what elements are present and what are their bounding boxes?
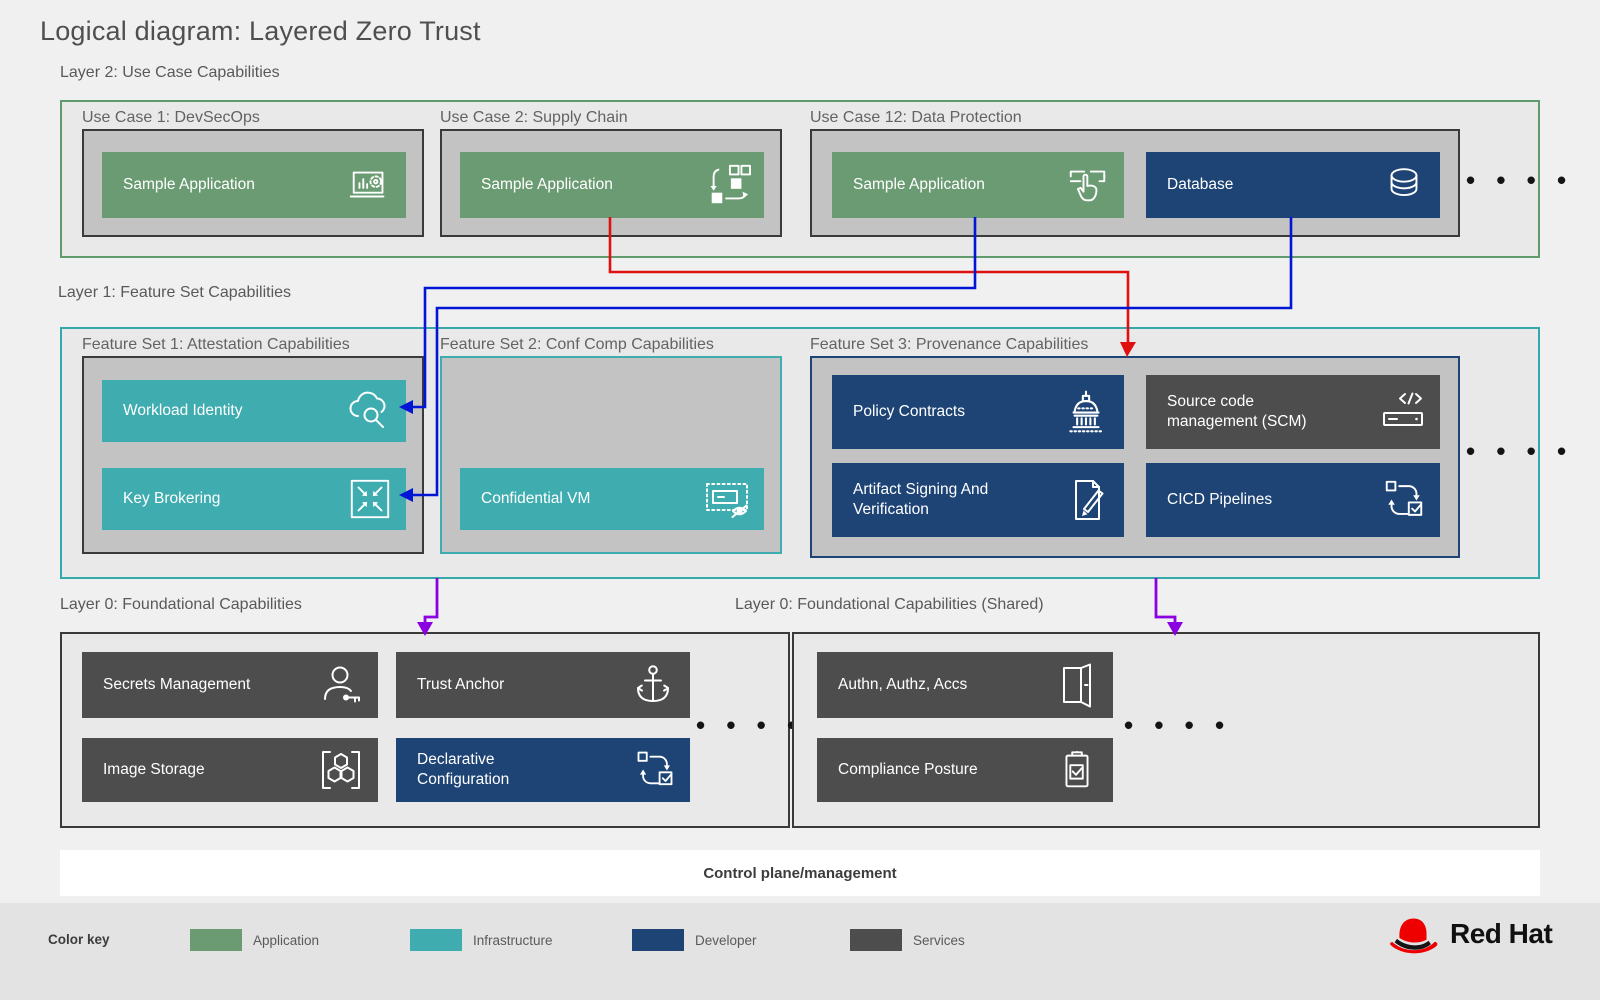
capitol-icon — [1069, 390, 1103, 433]
use-case-1-group: Sample Application — [82, 129, 424, 237]
tile-image-storage: Image Storage — [82, 738, 378, 802]
application-swatch-label: Application — [253, 932, 320, 948]
anchor-icon — [637, 665, 669, 702]
layer0-right-label: Layer 0: Foundational Capabilities (Shar… — [735, 596, 1044, 613]
feature-set-2-label: Feature Set 2: Conf Comp Capabilities — [440, 336, 714, 353]
redhat-logo: Red Hat — [1384, 910, 1553, 958]
tile-label: Policy Contracts — [853, 403, 965, 421]
tile-key-brokering: Key Brokering — [102, 468, 406, 530]
tile-label: Secrets Management — [103, 676, 251, 694]
layer2-box: Use Case 1: DevSecOps Use Case 2: Supply… — [60, 100, 1566, 258]
tile-confidential-vm: Confidential VM — [460, 468, 764, 530]
control-plane-bar: Control plane/management — [60, 850, 1540, 896]
tile-sample-application-dataprotection: Sample Application — [832, 152, 1124, 218]
tile-label: Confidential VM — [481, 490, 591, 508]
tile-source-code-management: Source code management (SCM) — [1146, 375, 1440, 449]
tile-label: Source code management (SCM) — [1167, 393, 1307, 430]
hexagons-icon — [322, 751, 360, 789]
layer0-left-box: Secrets Management Trust Anchor Image St… — [60, 632, 796, 828]
more-shared-dots: • • • • — [1124, 710, 1232, 740]
tile-secrets-management: Secrets Management — [82, 652, 378, 718]
supply-chain-icon — [710, 164, 751, 204]
more-foundational-dots: • • • • — [696, 710, 804, 740]
tile-compliance-posture: Compliance Posture — [817, 738, 1113, 802]
redhat-wordmark: Red Hat — [1450, 918, 1553, 949]
feature-set-2-group: Confidential VM — [440, 356, 782, 554]
tile-label: Artifact Signing And Verification — [853, 481, 989, 518]
tile-artifact-signing: Artifact Signing And Verification — [832, 463, 1124, 537]
tile-cicd-pipelines: CICD Pipelines — [1146, 463, 1440, 537]
key-item-application: Application — [190, 929, 319, 951]
infrastructure-swatch — [410, 929, 462, 951]
tile-trust-anchor: Trust Anchor — [396, 652, 690, 718]
feature-set-3-label: Feature Set 3: Provenance Capabilities — [810, 336, 1089, 353]
clipboard-check-icon — [1065, 750, 1089, 788]
tile-authn-authz-accs: Authn, Authz, Accs — [817, 652, 1113, 718]
layer2-label: Layer 2: Use Case Capabilities — [60, 64, 280, 81]
tile-label: Image Storage — [103, 761, 205, 779]
tile-label: Workload Identity — [123, 402, 243, 420]
more-feature-sets-dots: • • • • — [1466, 436, 1574, 466]
person-key-icon — [324, 666, 360, 703]
control-plane-label: Control plane/management — [703, 864, 897, 882]
page-title: Logical diagram: Layered Zero Trust — [40, 16, 481, 46]
color-key-label: Color key — [48, 932, 110, 947]
tile-sample-application-supplychain: Sample Application — [460, 152, 764, 218]
use-case-2-label: Use Case 2: Supply Chain — [440, 109, 628, 126]
tile-policy-contracts: Policy Contracts — [832, 375, 1124, 449]
converge-arrows-icon — [350, 479, 390, 519]
developer-swatch-label: Developer — [695, 932, 757, 948]
tile-label: Declarative Configuration — [417, 751, 510, 788]
key-item-infrastructure: Infrastructure — [410, 929, 553, 951]
footer — [0, 903, 1600, 1000]
more-use-cases-dots: • • • • — [1466, 165, 1574, 195]
cloud-search-icon — [349, 391, 386, 428]
layer0-left-label: Layer 0: Foundational Capabilities — [60, 596, 302, 613]
connector-purple-to-foundational — [423, 578, 439, 624]
tile-sample-application-devsecops: Sample Application — [102, 152, 406, 218]
tile-label: CICD Pipelines — [1167, 491, 1273, 509]
tile-label: Sample Application — [123, 176, 255, 194]
feature-set-1-label: Feature Set 1: Attestation Capabilities — [82, 336, 350, 353]
layer0-right-box: Authn, Authz, Accs Compliance Posture • … — [792, 632, 1540, 828]
developer-swatch — [632, 929, 684, 951]
tile-label: Authn, Authz, Accs — [838, 676, 968, 694]
tile-label: Sample Application — [481, 176, 613, 194]
feature-set-1-group: Workload Identity Key Brokering — [82, 356, 424, 554]
application-swatch — [190, 929, 242, 951]
services-swatch — [850, 929, 902, 951]
infrastructure-swatch-label: Infrastructure — [473, 932, 553, 948]
layer1-box: Feature Set 1: Attestation Capabilities … — [60, 327, 1566, 579]
document-pencil-icon — [1075, 480, 1104, 520]
tile-workload-identity: Workload Identity — [102, 380, 406, 442]
hand-touch-icon — [1069, 170, 1106, 202]
use-case-12-label: Use Case 12: Data Protection — [810, 109, 1022, 126]
database-icon — [1390, 168, 1418, 197]
use-case-12-group: Sample Application Database — [810, 129, 1460, 237]
pipeline-icon — [637, 751, 673, 786]
tile-declarative-configuration: Declarative Configuration — [396, 738, 690, 802]
key-item-services: Services — [850, 929, 965, 951]
use-case-2-group: Sample Application — [440, 129, 782, 237]
laptop-analytics-gear-icon — [349, 171, 385, 198]
tile-label: Key Brokering — [123, 490, 221, 508]
tile-label: Compliance Posture — [838, 761, 978, 779]
tile-label: Sample Application — [853, 176, 985, 194]
vm-privacy-icon — [706, 483, 748, 518]
pipeline-icon — [1385, 480, 1423, 516]
open-door-icon — [1063, 663, 1091, 708]
code-server-icon — [1383, 392, 1423, 426]
use-case-1-label: Use Case 1: DevSecOps — [82, 109, 260, 126]
key-item-developer: Developer — [632, 929, 757, 951]
feature-set-3-group: Policy Contracts Source code management … — [810, 356, 1460, 558]
connector-purple-to-shared — [1154, 578, 1177, 624]
layer1-label: Layer 1: Feature Set Capabilities — [58, 284, 292, 301]
tile-database: Database — [1146, 152, 1440, 218]
redhat-hat-icon — [1390, 918, 1438, 954]
tile-label: Trust Anchor — [417, 676, 505, 694]
services-swatch-label: Services — [913, 932, 965, 948]
tile-label: Database — [1167, 176, 1234, 194]
